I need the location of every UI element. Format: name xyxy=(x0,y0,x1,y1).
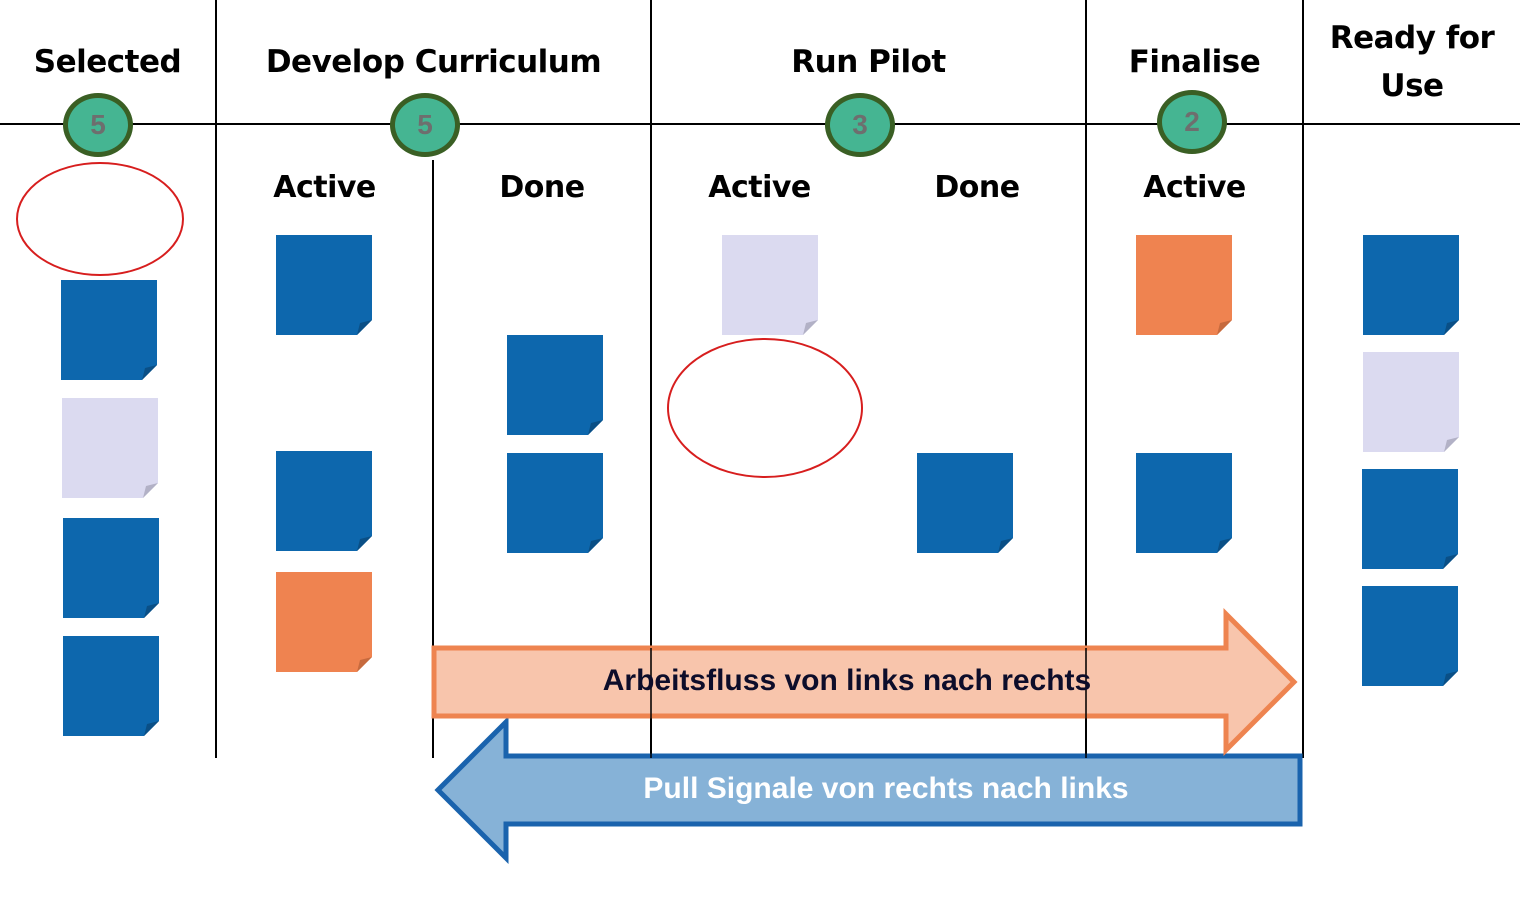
column-title-selected: Selected xyxy=(33,44,182,80)
lane-label-runpilot-done: Done xyxy=(934,170,1020,205)
column-title-develop-curriculum: Develop Curriculum xyxy=(265,44,602,80)
wip-limit-badge-finalise: 2 xyxy=(1157,90,1227,154)
flow-arrow-label: Arbeitsfluss von links nach rechts xyxy=(602,664,1092,697)
sticky-note-icon xyxy=(1362,586,1458,686)
sticky-note-icon xyxy=(63,636,159,736)
sticky-note-icon xyxy=(62,398,158,498)
lane-label-develop-done: Done xyxy=(499,170,585,205)
card-orange[interactable] xyxy=(276,572,372,672)
wip-limit-badge-develop-curriculum: 5 xyxy=(390,93,460,157)
card-lavender[interactable] xyxy=(62,398,158,498)
card-blue[interactable] xyxy=(276,451,372,551)
sticky-note-icon xyxy=(1363,235,1459,335)
card-blue[interactable] xyxy=(61,280,157,380)
card-blue[interactable] xyxy=(917,453,1013,553)
card-blue[interactable] xyxy=(276,235,372,335)
wip-limit-badge-selected: 5 xyxy=(63,93,133,157)
sticky-note-icon xyxy=(1136,453,1232,553)
wip-limit-badge-run-pilot: 3 xyxy=(825,93,895,157)
card-blue[interactable] xyxy=(1136,453,1232,553)
sticky-note-icon xyxy=(722,235,818,335)
column-divider-develop-runpilot xyxy=(650,0,652,758)
sticky-note-icon xyxy=(1363,352,1459,452)
sticky-note-icon xyxy=(1136,235,1232,335)
sticky-note-icon xyxy=(276,572,372,672)
column-divider-selected-develop xyxy=(215,0,217,758)
column-title-ready-for-use: Ready for Use xyxy=(1304,18,1520,106)
column-title-ready-line2: Use xyxy=(1380,68,1444,104)
card-blue[interactable] xyxy=(63,636,159,736)
sticky-note-icon xyxy=(1362,469,1458,569)
sticky-note-icon xyxy=(63,518,159,618)
column-divider-finalise-ready xyxy=(1302,0,1304,758)
column-title-ready-line1: Ready for xyxy=(1329,20,1495,56)
card-lavender[interactable] xyxy=(1363,352,1459,452)
sticky-note-icon xyxy=(276,451,372,551)
column-title-run-pilot: Run Pilot xyxy=(791,44,946,80)
lane-label-finalise-active: Active xyxy=(1143,170,1246,205)
pull-arrow-label: Pull Signale von rechts nach links xyxy=(643,772,1129,805)
card-blue[interactable] xyxy=(507,335,603,435)
lane-divider-develop-active-done xyxy=(432,160,434,758)
sticky-note-icon xyxy=(507,453,603,553)
sticky-note-icon xyxy=(507,335,603,435)
lane-label-develop-active: Active xyxy=(273,170,376,205)
blocker-slot-selected xyxy=(16,162,184,276)
card-blue[interactable] xyxy=(1362,586,1458,686)
lane-label-runpilot-active: Active xyxy=(708,170,811,205)
sticky-note-icon xyxy=(276,235,372,335)
card-orange[interactable] xyxy=(1136,235,1232,335)
header-divider xyxy=(0,123,1520,125)
card-blue[interactable] xyxy=(1362,469,1458,569)
sticky-note-icon xyxy=(61,280,157,380)
card-blue[interactable] xyxy=(63,518,159,618)
card-blue[interactable] xyxy=(507,453,603,553)
column-title-finalise: Finalise xyxy=(1128,44,1261,80)
card-lavender[interactable] xyxy=(722,235,818,335)
sticky-note-icon xyxy=(917,453,1013,553)
blocker-slot-runpilot-active xyxy=(667,338,863,478)
column-divider-runpilot-finalise xyxy=(1085,0,1087,758)
card-blue[interactable] xyxy=(1363,235,1459,335)
